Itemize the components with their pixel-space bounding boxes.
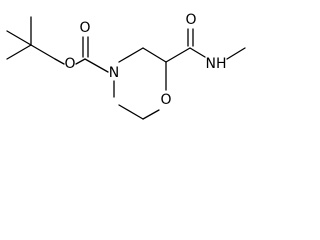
ring-bond-o1-c6	[142, 109, 160, 120]
molecule-drawing: O O N O O NH	[6, 12, 246, 120]
amide-carbon-nitrogen-bond	[189, 47, 206, 58]
morpholine-ring	[113, 47, 167, 120]
ring-nitrogen-label: N	[109, 65, 119, 81]
ether-oxygen-carbonyl-bond	[75, 58, 86, 65]
structure-diagram: O O N O O NH	[6, 12, 246, 120]
carbonyl-to-ring-nitrogen-bond	[84, 58, 109, 73]
tert-butyl-group	[6, 16, 56, 60]
ring-oxygen-label: O	[160, 92, 171, 108]
ring-bond-c3-c2	[142, 47, 167, 63]
amide-carbonyl-oxygen-label: O	[185, 12, 196, 28]
c2-to-amide-carbon-bond	[165, 47, 191, 63]
carbamate-group	[54, 36, 109, 73]
n-methyl-amide-group	[165, 28, 246, 63]
ring-bond-c6-c5	[118, 104, 144, 120]
methyl-bond-lower	[6, 44, 32, 60]
ring-bond-n-c3	[118, 47, 144, 63]
amide-nitrogen-label: NH	[206, 56, 227, 72]
nitrogen-methyl-bond	[226, 47, 246, 60]
carbamate-ester-oxygen-label: O	[64, 56, 75, 72]
methyl-bond-upper	[6, 30, 32, 46]
carbon-ether-oxygen-bond	[54, 58, 65, 65]
quaternary-to-ether-carbon-bond	[30, 44, 56, 60]
carbamate-carbonyl-oxygen-label: O	[79, 20, 90, 36]
